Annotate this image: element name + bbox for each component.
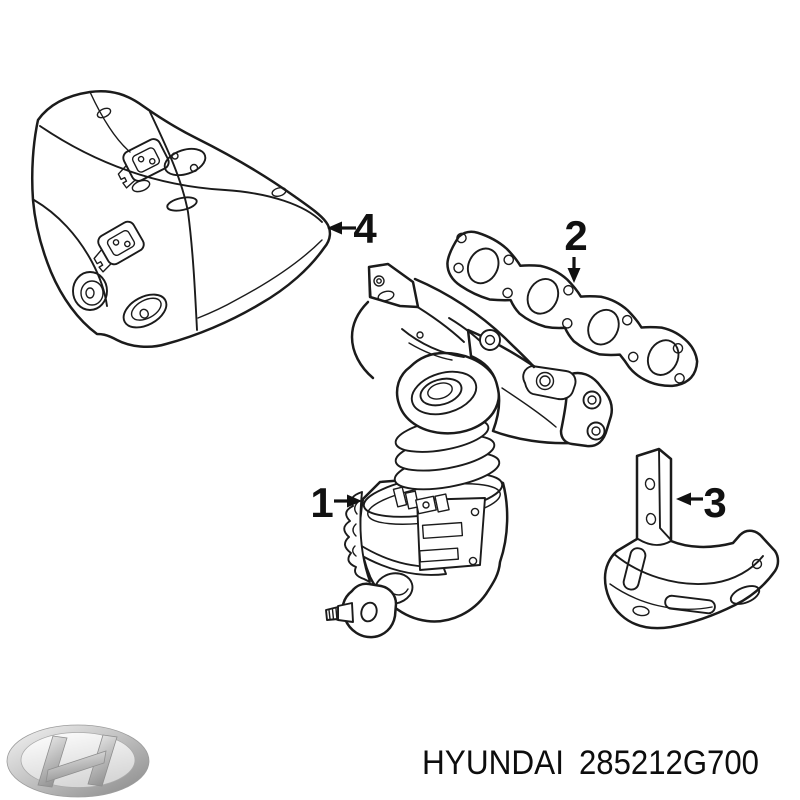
converter-outlet-flange — [341, 572, 414, 639]
callout-4-number: 4 — [353, 205, 377, 252]
callout-1: 1 — [310, 479, 362, 526]
oxygen-sensor-boss — [325, 602, 354, 623]
callout-3-number: 3 — [703, 479, 726, 526]
shield-grommet-oval — [122, 293, 168, 329]
callout-4-arrowhead — [327, 221, 342, 235]
callout-3: 3 — [676, 479, 727, 526]
converter-shield-plate — [416, 497, 486, 571]
shield-grommet-round — [72, 271, 108, 311]
callout-4: 4 — [327, 205, 377, 252]
callout-1-number: 1 — [310, 479, 333, 526]
part-exhaust-manifold-catalytic-converter — [325, 262, 614, 639]
manifold-ear-tab — [522, 365, 577, 401]
brand-text: HYUNDAI — [422, 744, 564, 782]
manifold-top-tab — [367, 262, 420, 309]
callout-2: 2 — [564, 212, 588, 283]
shield-clip-b — [93, 220, 145, 273]
callout-1-arrowhead — [347, 494, 362, 508]
converter-clamp-lugs — [392, 486, 450, 515]
callout-2-number: 2 — [564, 212, 587, 259]
callout-3-arrowhead — [676, 492, 691, 506]
part-heat-shield — [30, 90, 332, 349]
shield-clip-a — [117, 138, 170, 189]
part-number-text: 285212G700 — [579, 744, 759, 782]
part-manifold-gasket — [446, 230, 699, 388]
callout-2-arrowhead — [567, 268, 581, 283]
part-support-bracket — [603, 447, 780, 630]
hyundai-logo-icon — [6, 724, 150, 798]
